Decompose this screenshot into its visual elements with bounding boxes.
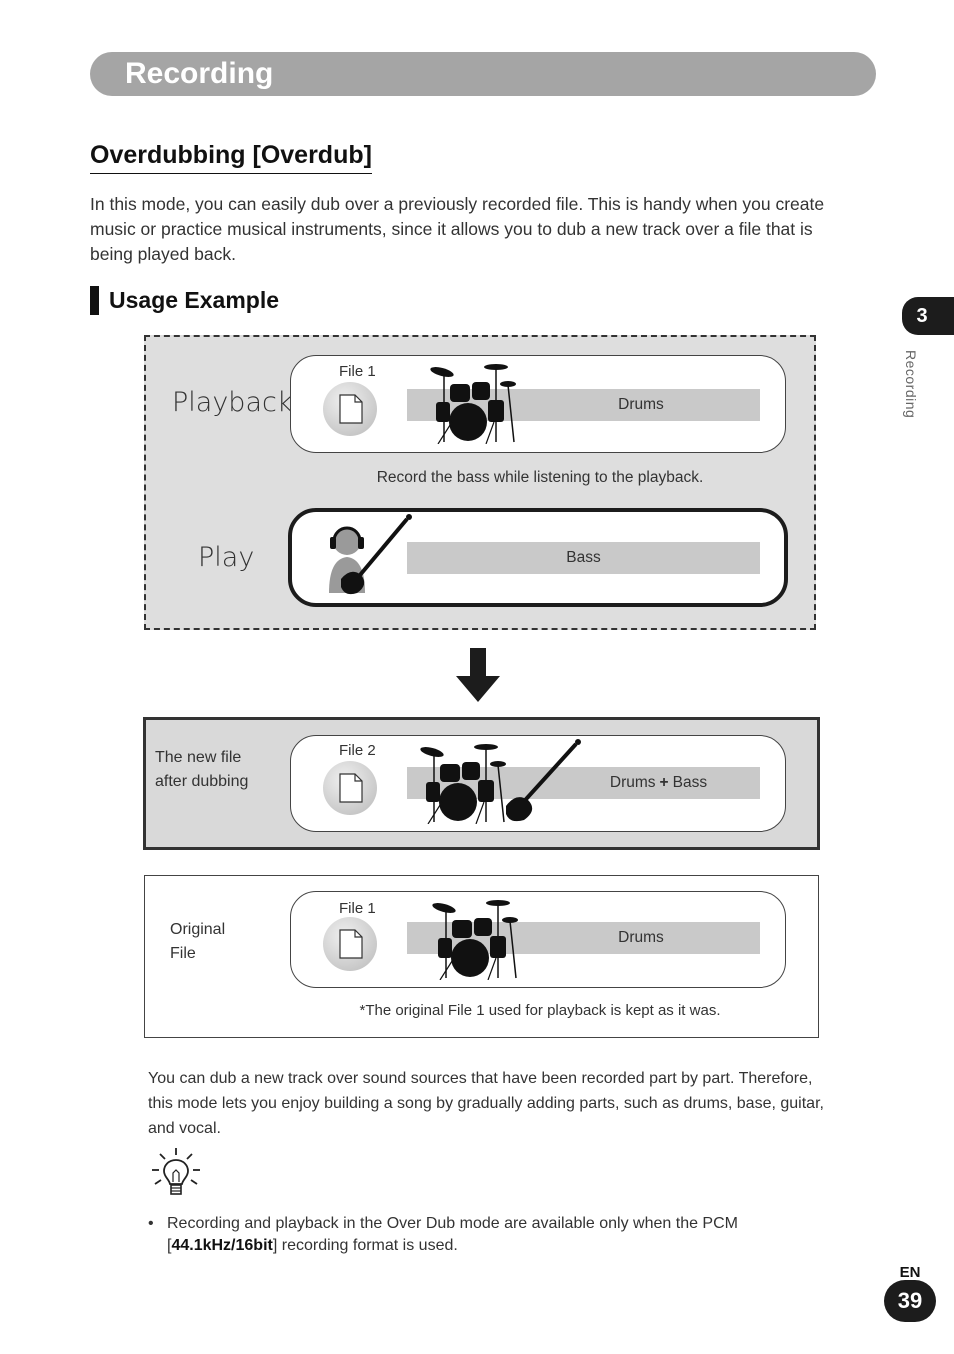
new-file-label-line2: after dubbing: [155, 773, 249, 790]
new-file-track-plus: +: [659, 774, 669, 791]
down-arrow-icon: [456, 648, 500, 702]
intro-paragraph: In this mode, you can easily dub over a …: [90, 194, 825, 264]
usage-example-heading: Usage Example: [109, 287, 280, 313]
drum-kit-icon: [430, 364, 516, 444]
note-text-before: Recording and playback in the Over Dub m…: [167, 1215, 738, 1254]
new-file-label: The new file after dubbing: [155, 746, 248, 794]
playback-label: Playback: [172, 387, 293, 418]
document-icon: [339, 394, 363, 424]
chapter-side-label: Recording: [903, 350, 919, 419]
chapter-side-label-wrap: Recording: [903, 350, 923, 440]
bass-player-icon: [329, 514, 412, 595]
body-paragraph: You can dub a new track over sound sourc…: [148, 1070, 824, 1137]
play-label: Play: [198, 542, 255, 573]
new-file-track-drums: Drums: [609, 774, 656, 791]
play-track-bar: Bass: [407, 542, 760, 574]
bass-guitar-icon: [506, 739, 581, 822]
heading-marker: [90, 286, 99, 315]
note-text-after: ] recording format is used.: [272, 1237, 458, 1254]
document-icon: [339, 929, 363, 959]
note-bullet: • Recording and playback in the Over Dub…: [148, 1213, 828, 1257]
playback-file-label: File 1: [339, 363, 376, 380]
playback-track-label: Drums: [618, 396, 664, 413]
lightbulb-tip-icon: [152, 1148, 200, 1195]
note-format: 44.1kHz/16bit: [171, 1237, 273, 1254]
drum-kit-icon: [420, 744, 506, 824]
original-file-file-label: File 1: [339, 900, 376, 917]
new-file-label-line1: The new file: [155, 749, 242, 766]
original-track-label: Drums: [618, 929, 664, 946]
chapter-tab: [902, 297, 954, 335]
chapter-banner: [90, 52, 876, 96]
chapter-tab-number: 3: [916, 305, 928, 327]
drum-kit-icon: [432, 900, 518, 980]
play-track-label: Bass: [566, 549, 601, 566]
section-title: Overdubbing [Overdub]: [90, 140, 372, 174]
original-caption: *The original File 1 used for playback i…: [359, 1002, 721, 1019]
playback-caption: Record the bass while listening to the p…: [376, 469, 704, 486]
language-label: EN: [899, 1264, 921, 1281]
original-file-label-line2: File: [170, 945, 196, 962]
bullet-marker: •: [148, 1215, 154, 1232]
original-file-label-line1: Original: [170, 921, 226, 938]
original-file-label: Original File: [170, 918, 225, 966]
page-number: 39: [884, 1280, 936, 1322]
new-file-track-bass: Bass: [672, 774, 708, 791]
chapter-title: Recording: [125, 57, 274, 90]
document-icon: [339, 773, 363, 803]
new-file-file-label: File 2: [339, 742, 376, 759]
